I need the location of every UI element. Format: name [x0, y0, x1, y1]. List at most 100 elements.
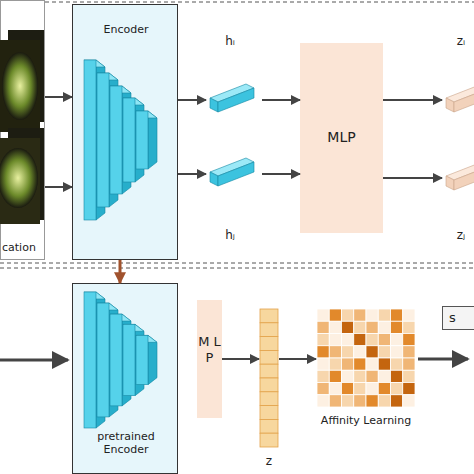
affinity-cell — [317, 309, 329, 321]
flow-arrow — [383, 99, 442, 101]
affinity-matrix: Affinity Learning — [316, 308, 416, 408]
node-label: s — [449, 310, 474, 326]
encoder-layer-top — [110, 86, 131, 93]
node-label: hⱼ — [210, 228, 250, 242]
affinity-cell — [342, 370, 354, 382]
vector-bar-top — [446, 84, 474, 102]
affinity-cell — [342, 383, 354, 395]
pretrained-encoder-box: pretrained Encoder — [72, 283, 178, 474]
affinity-cell — [342, 395, 354, 407]
vector-cell — [260, 419, 278, 433]
affinity-cell — [329, 346, 341, 358]
flow-arrow — [45, 96, 72, 98]
encoder-layer-top — [84, 60, 105, 67]
affinity-cell — [378, 395, 390, 407]
encoder-layer-side — [109, 303, 118, 417]
encoder-layer — [97, 303, 109, 417]
affinity-cell — [342, 321, 354, 333]
vector-bar-top — [446, 162, 474, 180]
feature-vector: hᵢ — [206, 82, 262, 114]
node-label: cation — [2, 241, 46, 254]
embedding-vector: z — [259, 308, 279, 448]
affinity-cell — [403, 395, 415, 407]
affinity-cell — [366, 383, 378, 395]
affinity-cell — [342, 346, 354, 358]
projection-vector: zⱼ — [442, 160, 474, 192]
encoder-layer-side — [148, 335, 157, 384]
vector-cell — [260, 337, 278, 351]
affinity-cell — [391, 346, 403, 358]
affinity-cell — [342, 334, 354, 346]
affinity-cell — [354, 383, 366, 395]
affinity-cell — [329, 395, 341, 407]
encoder-layer — [110, 86, 122, 194]
affinity-cell — [391, 334, 403, 346]
affinity-cell — [378, 346, 390, 358]
input-image-blob — [2, 52, 38, 120]
affinity-cell — [378, 370, 390, 382]
node-label: Encoder — [73, 23, 179, 36]
vector-cell — [260, 309, 278, 323]
affinity-cell — [366, 346, 378, 358]
mlp-box: M L P — [197, 300, 222, 418]
dashed-separator — [0, 263, 474, 264]
dashed-border — [45, 2, 474, 3]
encoder-layer — [136, 111, 148, 169]
affinity-cell — [378, 383, 390, 395]
affinity-cell — [366, 358, 378, 370]
encoder-layer-top — [136, 111, 157, 118]
vector-bar-side — [218, 88, 254, 112]
encoder-layer-side — [148, 111, 157, 169]
encoder-layer-side — [96, 292, 105, 428]
input-image-blob — [0, 148, 38, 208]
encoder-layer-side — [122, 86, 131, 194]
encoder-layer — [123, 98, 135, 182]
vector-cell — [260, 364, 278, 378]
encoder-layer — [110, 314, 122, 406]
affinity-cell — [403, 383, 415, 395]
vector-bar-front — [446, 98, 454, 112]
node-label: z — [259, 454, 279, 468]
affinity-cell — [329, 370, 341, 382]
affinity-cell — [342, 309, 354, 321]
section-tag: s — [442, 306, 474, 330]
affinity-cell — [378, 321, 390, 333]
projection-vector: zᵢ — [442, 82, 474, 114]
node-label: MLP — [300, 129, 383, 146]
affinity-cell — [317, 346, 329, 358]
affinity-cell — [391, 370, 403, 382]
affinity-cell — [342, 358, 354, 370]
flow-arrow — [45, 186, 72, 188]
encoder-box: Encoder — [72, 4, 178, 260]
flow-arrow — [178, 173, 206, 175]
feature-vector: hⱼ — [206, 156, 262, 188]
vector-cell — [260, 323, 278, 337]
vector-cell — [260, 350, 278, 364]
affinity-cell — [317, 395, 329, 407]
affinity-cell — [329, 334, 341, 346]
vector-bar-side — [218, 162, 254, 186]
affinity-cell — [366, 334, 378, 346]
affinity-cell — [403, 309, 415, 321]
vector-cell — [260, 392, 278, 406]
affinity-cell — [403, 346, 415, 358]
vector-cell — [260, 406, 278, 420]
input-image — [0, 40, 40, 132]
encoder-layer-side — [96, 60, 105, 220]
vector-bar-front — [210, 98, 218, 112]
affinity-cell — [354, 334, 366, 346]
affinity-cell — [329, 321, 341, 333]
affinity-cell — [354, 309, 366, 321]
affinity-cell — [354, 358, 366, 370]
affinity-cell — [366, 370, 378, 382]
encoder-layer-side — [135, 98, 144, 182]
affinity-cell — [366, 309, 378, 321]
input-image — [0, 138, 40, 224]
affinity-cell — [403, 358, 415, 370]
affinity-cell — [329, 309, 341, 321]
affinity-cell — [329, 383, 341, 395]
affinity-cell — [317, 358, 329, 370]
affinity-cell — [354, 370, 366, 382]
